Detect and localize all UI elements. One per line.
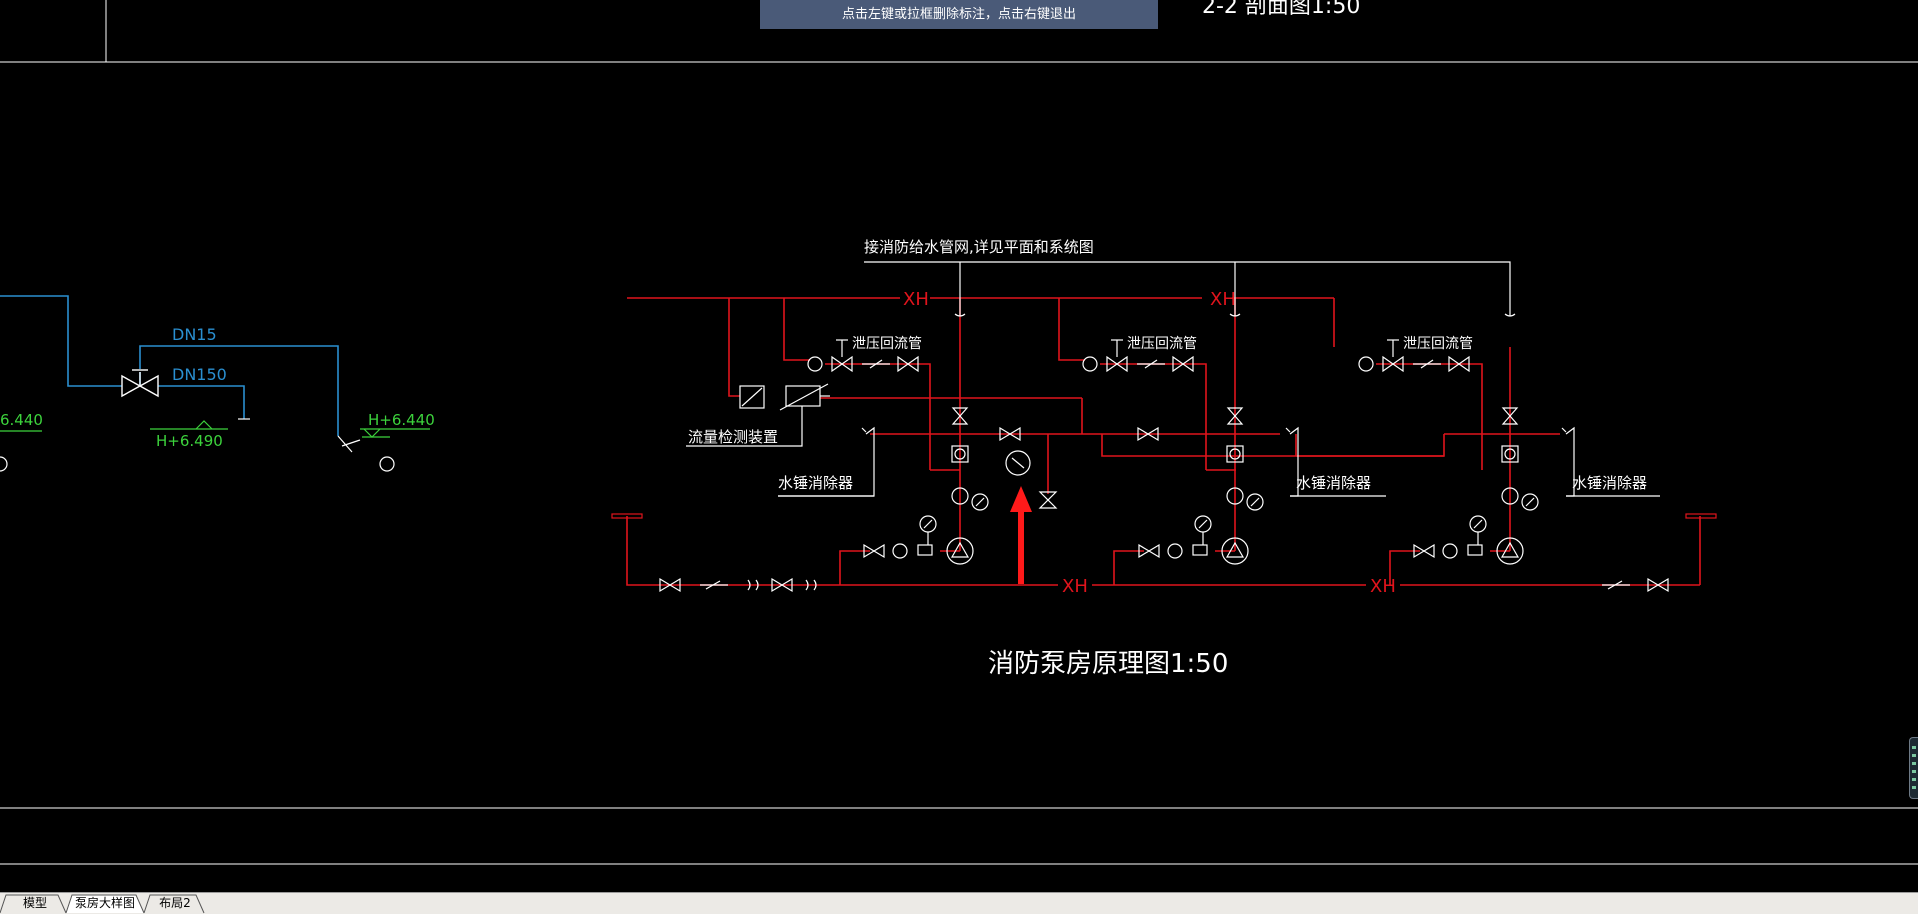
tab-model[interactable]: 模型 [22,896,47,910]
command-tip: 点击左键或拉框删除标注，点击右键退出 [760,0,1158,29]
red-arrow-icon [1010,486,1032,584]
relief-label-2: 泄压回流管 [1127,336,1197,352]
water-hammer-label-3: 水锤消除器 [1572,474,1647,492]
top-section-title: 2-2 剖面图1:50 [1202,0,1360,19]
schematic-labels: 接消防给水管网,详见平面和系统图 泄压回流管 泄压回流管 泄压回流管 流量检测装… [688,238,1647,492]
relief-label-3: 泄压回流管 [1403,336,1473,352]
pipe-code-top-1: XH [903,289,929,310]
riser-valves [951,407,1539,511]
relief-group-2 [1082,339,1194,373]
tab-pump-room-detail[interactable]: 泵房大样图 [74,896,135,910]
side-panel-handle[interactable] [1909,737,1918,799]
elevation-mid: H+6.490 [156,432,223,450]
dn15-label: DN15 [172,325,217,344]
water-hammer-label-2: 水锤消除器 [1296,474,1371,492]
relief-group-1 [807,339,919,373]
gate-valve-icon [121,369,159,398]
pipe-code-top-2: XH [1210,289,1236,310]
pressure-gauge-icon [1005,450,1031,476]
left-detail: DN15 DN150 6.440 H+6.490 H+6.440 [0,295,435,472]
drawing-frame [0,0,1918,865]
water-hammer-devices [778,426,1660,497]
connect-network-label: 接消防给水管网,详见平面和系统图 [864,238,1094,256]
pipe-code-bottom-1: XH [1062,576,1088,597]
pump-icon [946,537,1524,565]
flow-detector-label: 流量检测装置 [688,428,778,446]
dn150-label: DN150 [172,365,227,384]
elevation-right: H+6.440 [368,411,435,429]
pump-inlet-devices [863,515,1487,559]
cad-drawing-canvas[interactable]: 2-2 剖面图1:50 DN15 DN150 [0,0,1918,892]
schematic-title: 消防泵房原理图1:50 [988,649,1228,679]
tab-outline [0,894,205,914]
pipe-codes: XH XH XH XH [903,289,1396,597]
pipe-code-bottom-2: XH [1370,576,1396,597]
suction-valves [659,577,1669,593]
elevation-left: 6.440 [0,411,43,429]
relief-label-1: 泄压回流管 [852,336,922,352]
water-hammer-label-1: 水锤消除器 [778,474,853,492]
tab-layout2[interactable]: 布局2 [159,896,191,910]
components [611,261,1717,593]
relief-group-3 [1358,339,1470,373]
layout-tab-bar: 模型 泵房大样图 布局2 [0,892,1918,914]
